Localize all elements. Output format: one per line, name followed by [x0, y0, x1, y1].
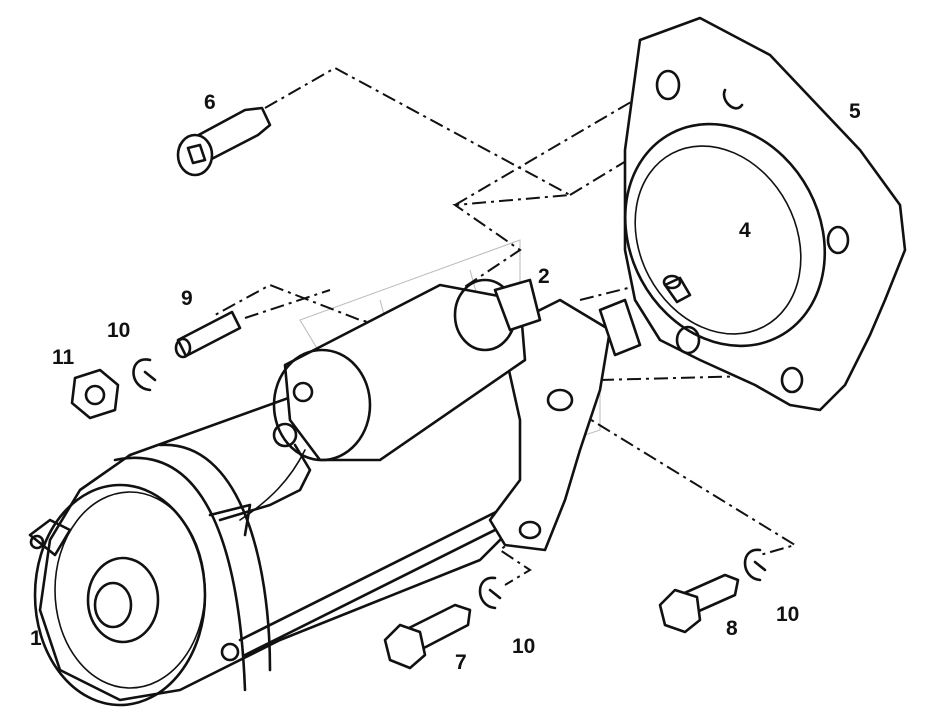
starter-motor-body: [28, 348, 562, 707]
stud: [174, 310, 242, 359]
callout-5: 5: [849, 100, 861, 123]
solenoid: [218, 278, 542, 522]
lock-washer-right: [743, 548, 767, 582]
callout-11: 11: [52, 346, 75, 369]
callout-1: 1: [30, 627, 42, 650]
hex-bolt-8: [658, 573, 740, 634]
callout-10-right: 10: [776, 603, 800, 626]
socket-head-screw: [176, 106, 272, 177]
hex-bolt-7: [383, 603, 472, 670]
callout-10-left: 10: [107, 319, 131, 342]
callout-2: 2: [538, 265, 550, 288]
callout-9: 9: [181, 287, 193, 310]
callout-10-center: 10: [512, 635, 536, 658]
callout-8: 8: [726, 617, 738, 640]
lock-washer-left: [132, 358, 157, 392]
mounting-flange: [623, 16, 907, 412]
callout-6: 6: [204, 91, 216, 114]
callout-7: 7: [455, 651, 467, 674]
callout-4: 4: [739, 219, 751, 242]
lock-washer-center: [478, 576, 502, 610]
dowel-pin: [662, 274, 692, 304]
hex-nut: [70, 368, 120, 420]
